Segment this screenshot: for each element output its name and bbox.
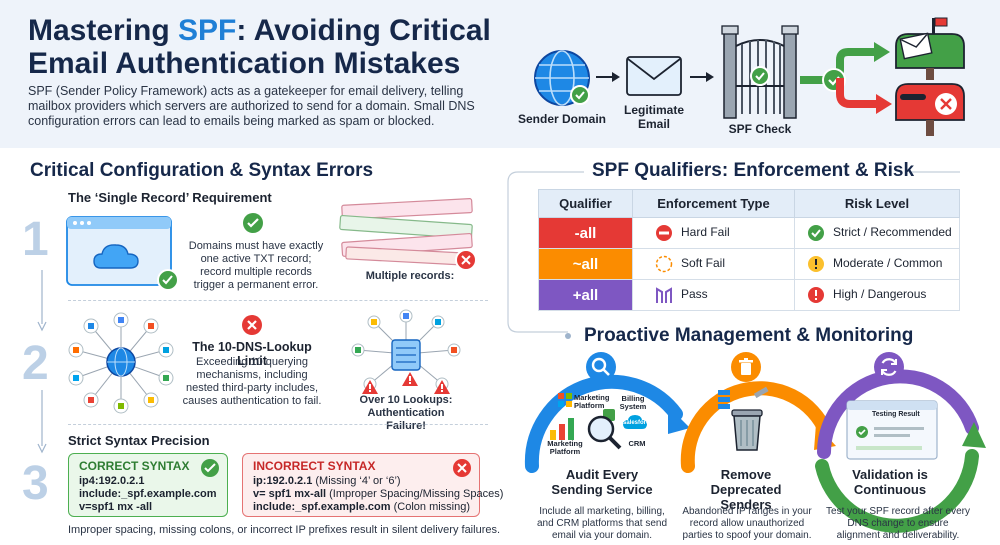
trash-icon (731, 352, 761, 382)
browser-cloud-icon (66, 216, 179, 291)
validate-desc: Test your SPF record after every DNS cha… (826, 506, 970, 541)
no-entry-icon (656, 225, 672, 241)
lookup-failure-icon (351, 309, 461, 394)
config-section-title: Critical Configuration & Syntax Errors (30, 160, 374, 181)
step-number-1: 1 (22, 213, 49, 266)
risk-column-header: Risk Level (794, 189, 960, 218)
intro-text: SPF (Sender Policy Framework) acts as a … (28, 84, 475, 128)
enforcement-cell: Soft Fail (632, 248, 795, 280)
timeline-connector (37, 270, 47, 454)
qualifier-cell: +all (538, 279, 633, 311)
sender-domain-label: Sender Domain (517, 112, 607, 126)
single-record-title: The ‘Single Record’ Requirement (68, 190, 272, 205)
lookup-limit-desc: Exceeding 10 querying mechanisms, includ… (182, 356, 322, 407)
correct-syntax-line: include:_spf.example.com (79, 488, 217, 500)
risk-cell: Moderate / Common (794, 248, 960, 280)
cycle-ring-blue (524, 374, 690, 473)
marketing-platform-icon (558, 393, 572, 407)
warning-icon (808, 256, 824, 272)
remove-desc: Abandoned IP ranges in your record allow… (682, 506, 812, 541)
incorrect-syntax-line: v= spf1 mx-all (Improper Spacing/Missing… (253, 488, 504, 500)
section-bracket (565, 333, 571, 339)
proactive-section-title: Proactive Management & Monitoring (584, 325, 914, 346)
qualifier-column-header: Qualifier (538, 189, 633, 218)
qualifiers-table: Qualifier Enforcement Type Risk Level -a… (538, 189, 960, 311)
incorrect-syntax-line: ip:192.0.2.1 (Missing ‘4’ or ‘6’) (253, 475, 401, 487)
lookup-network-icon (68, 312, 174, 414)
page-title: Mastering SPF: Avoiding Critical Email A… (28, 14, 491, 80)
correct-syntax-line: v=spf1 mx -all (79, 501, 153, 513)
deprecated-trash-icon (718, 386, 769, 451)
arrow-icon (596, 72, 620, 82)
correct-syntax-heading: CORRECT SYNTAX (79, 459, 190, 473)
dashed-circle-icon (655, 255, 673, 273)
arrow-icon (690, 72, 714, 82)
enforcement-cell: Pass (632, 279, 795, 311)
single-record-desc: Domains must have exactly one active TXT… (188, 240, 324, 291)
enforcement-cell: Hard Fail (632, 217, 795, 249)
incorrect-syntax-heading: INCORRECT SYNTAX (253, 459, 376, 473)
multiple-records-label: Multiple records: (365, 270, 455, 282)
risk-cell: Strict / Recommended (794, 217, 960, 249)
syntax-title: Strict Syntax Precision (68, 433, 210, 448)
billing-system-label: Billing System (619, 394, 647, 411)
correct-syntax-line: ip4:192.0.2.1 (79, 475, 145, 487)
incorrect-syntax-line: include:_spf.example.com (Colon missing) (253, 501, 471, 513)
qualifier-cell: ~all (538, 248, 633, 280)
correct-syntax-box: CORRECT SYNTAX ip4:192.0.2.1 include:_sp… (68, 453, 228, 517)
check-icon (808, 225, 824, 241)
analytics-chart-icon (550, 418, 574, 440)
alert-icon (808, 287, 824, 303)
spf-check-label: SPF Check (728, 122, 792, 136)
qualifier-cell: -all (538, 217, 633, 249)
check-icon (201, 459, 219, 477)
open-gate-icon (656, 287, 672, 303)
testing-result-window (846, 400, 938, 460)
table-row: -all Hard Fail Strict / Recommended (538, 217, 960, 249)
remove-title: Remove Deprecated Senders (710, 467, 782, 512)
legitimate-email-label: Legitimate Email (623, 103, 684, 131)
crm-label: CRM (628, 439, 646, 448)
marketing-platform-label: Marketing Platform (547, 439, 583, 456)
testing-result-label: Testing Result (872, 411, 920, 418)
error-icon (453, 459, 471, 477)
step-number-2: 2 (22, 337, 49, 390)
step-number-3: 3 (22, 457, 49, 510)
divider (68, 424, 488, 425)
divider (68, 300, 488, 301)
magnifier-icon (587, 415, 622, 450)
envelope-icon (626, 56, 682, 96)
error-icon (242, 315, 262, 335)
search-icon (586, 352, 616, 382)
qualifiers-section-title: SPF Qualifiers: Enforcement & Risk (592, 160, 915, 181)
table-row: +all Pass High / Dangerous (538, 279, 960, 311)
gate-icon (721, 25, 799, 119)
fail-arrow-icon (836, 78, 892, 114)
audit-desc: Include all marketing, billing, and CRM … (536, 506, 668, 541)
incorrect-syntax-box: INCORRECT SYNTAX ip:192.0.2.1 (Missing ‘… (242, 453, 504, 517)
salesforce-label: salesforce (623, 420, 653, 426)
audit-title: Audit Every Sending Service (551, 467, 653, 497)
enforcement-column-header: Enforcement Type (632, 189, 795, 218)
globe-icon (534, 50, 590, 106)
marketing-platform-label: Marketing Platform (574, 393, 610, 410)
table-row: ~all Soft Fail Moderate / Common (538, 248, 960, 280)
section-bracket (507, 171, 960, 333)
multiple-records-icon (339, 198, 477, 271)
lookup-limit-title: The 10-DNS-Lookup Limit (192, 340, 312, 368)
inbox-mailbox-icon (895, 17, 965, 80)
syntax-note: Improper spacing, missing colons, or inc… (68, 524, 501, 536)
lookup-failure-label: Over 10 Lookups: Authentication Failure! (359, 394, 453, 432)
refresh-icon (874, 352, 904, 382)
salesforce-cloud-icon (623, 415, 647, 429)
blocked-mailbox-icon (895, 83, 965, 136)
validate-title: Validation is Continuous (852, 467, 928, 497)
risk-cell: High / Dangerous (794, 279, 960, 311)
check-icon (243, 213, 263, 233)
